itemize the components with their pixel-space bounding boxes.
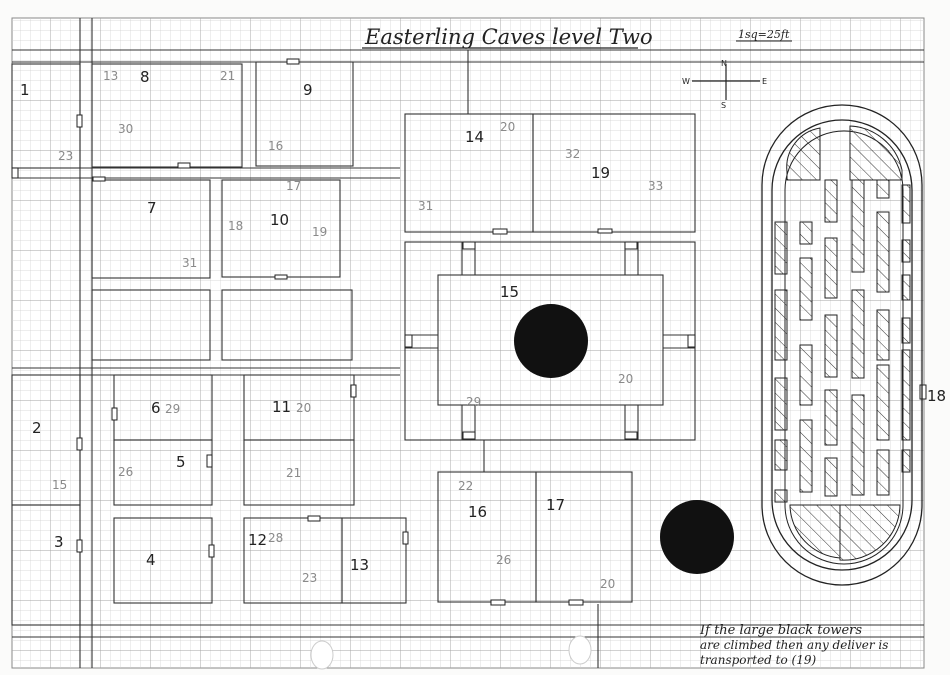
room-label-8: 8 [140, 68, 150, 86]
compass-rose [692, 64, 760, 100]
room-8-wall [91, 63, 243, 168]
encounter-23: 23 [58, 149, 73, 163]
encounter-20: 20 [296, 401, 311, 415]
encounter-28: 28 [268, 531, 283, 545]
encounter-17: 17 [286, 179, 301, 193]
oval-arena [761, 104, 923, 586]
room-label-13: 13 [350, 556, 369, 574]
encounter-16: 16 [268, 139, 283, 153]
room-walls [11, 61, 696, 626]
encounter-32: 32 [565, 147, 580, 161]
encounter-20d: 20 [600, 577, 615, 591]
room-label-9: 9 [303, 81, 313, 99]
encounter-21: 21 [220, 69, 235, 83]
room-label-19: 19 [591, 164, 610, 182]
encounter-13: 13 [103, 69, 118, 83]
compass-east: E [762, 77, 767, 86]
black-tower-small [660, 500, 734, 574]
encounter-19: 19 [312, 225, 327, 239]
room-label-17: 17 [546, 496, 565, 514]
room-label-3: 3 [54, 533, 64, 551]
map-title: Easterling Caves level Two [364, 25, 653, 49]
room-7-wall [91, 179, 211, 279]
room-label-1: 1 [20, 81, 30, 99]
encounter-15: 15 [52, 478, 67, 492]
room-label-14: 14 [465, 128, 484, 146]
room-3-wall [11, 504, 81, 626]
room-4-wall [113, 517, 213, 604]
encounter-31: 31 [418, 199, 433, 213]
black-tower-large [514, 304, 588, 378]
encounter-20c: 20 [618, 372, 633, 386]
encounter-23b: 23 [302, 571, 317, 585]
compass-south: S [721, 101, 726, 110]
room-label-2: 2 [32, 419, 42, 437]
encounter-6: 26 [118, 465, 133, 479]
room-label-18: 18 [927, 387, 946, 405]
punch-hole-right [568, 635, 592, 665]
room-13-wall [341, 517, 407, 604]
room-label-5: 5 [176, 453, 186, 471]
room-9-wall [255, 61, 354, 167]
note-line-1: If the large black towers [699, 623, 862, 638]
encounter-26: 26 [496, 553, 511, 567]
room-15-inner-wall [437, 274, 664, 406]
encounter-22: 22 [458, 479, 473, 493]
room-label-11: 11 [272, 398, 291, 416]
encounter-30: 30 [118, 122, 133, 136]
encounter-21b: 21 [286, 466, 301, 480]
room-label-4: 4 [146, 551, 156, 569]
room-19-wall [532, 113, 696, 233]
room-17-wall [535, 471, 633, 603]
encounter-20b: 20 [500, 120, 515, 134]
doors [11, 58, 927, 606]
compass-west: W [682, 77, 690, 86]
encounter-18: 18 [228, 219, 243, 233]
punch-hole-left [310, 640, 334, 670]
note-line-3: transported to (19) [700, 653, 816, 667]
room-5-wall [113, 439, 213, 506]
room-label-15: 15 [500, 283, 519, 301]
room-label-16: 16 [468, 503, 487, 521]
encounter-9: 29 [165, 402, 180, 416]
room-label-7: 7 [147, 199, 157, 217]
room-label-6: 6 [151, 399, 161, 417]
encounter-33: 33 [648, 179, 663, 193]
arena-pillars [774, 125, 911, 565]
room-label-12: 12 [248, 531, 267, 549]
note-line-2: are climbed then any deliver is [700, 638, 888, 652]
room-label-10: 10 [270, 211, 289, 229]
encounter-11: 31 [182, 256, 197, 270]
encounter-29: 29 [466, 395, 481, 409]
map-scale: 1sq=25ft [738, 28, 790, 41]
compass-north: N [721, 59, 727, 68]
encounter-labels: 13 21 30 16 23 17 18 19 31 29 20 26 21 1… [52, 69, 663, 591]
